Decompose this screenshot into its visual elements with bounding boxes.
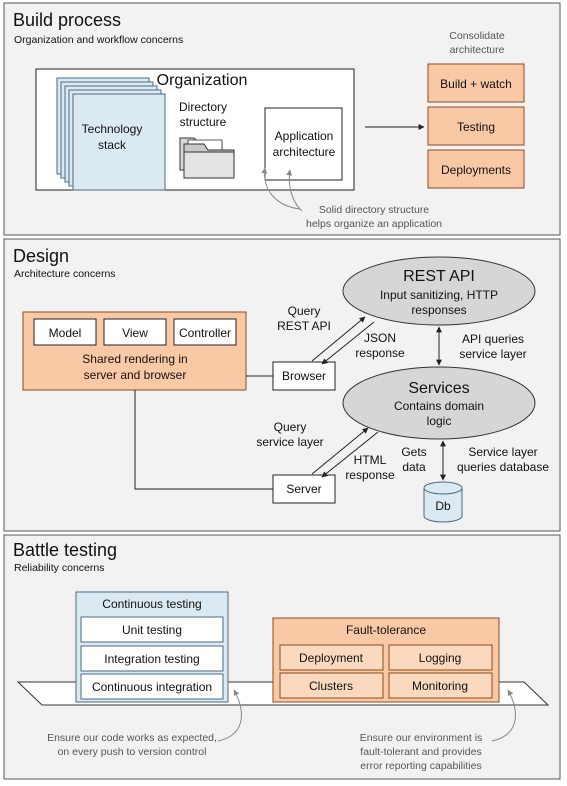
fault-tolerance-label: Fault-tolerance: [346, 623, 426, 637]
design-section: Design Architecture concerns Model View …: [3, 238, 561, 532]
database-icon: [423, 481, 463, 523]
html-response-label-line2: response: [345, 468, 395, 482]
right-note-line1: Ensure our environment is: [360, 732, 483, 744]
technology-stack-label-line2: stack: [98, 138, 127, 152]
build-note-line1: Solid directory structure: [319, 204, 429, 216]
query-service-label-line1: Query: [274, 420, 307, 434]
rest-api-title: REST API: [403, 268, 475, 285]
clusters-label: Clusters: [309, 679, 353, 693]
testing-box: [427, 106, 525, 146]
continuous-integration-box: [80, 673, 224, 700]
folder-icon: [179, 137, 235, 179]
rendering-to-server-line: [134, 390, 273, 490]
gets-data-label-line1: Gets: [401, 445, 426, 459]
query-service-label-line2: service layer: [256, 435, 323, 449]
battle-subtitle: Reliability concerns: [14, 562, 104, 574]
view-box: [103, 318, 167, 346]
continuous-testing-label: Continuous testing: [102, 597, 201, 611]
shared-rendering-label-line1: Shared rendering in: [82, 352, 187, 366]
html-response-label-line1: HTML: [354, 453, 387, 467]
left-note-line2: on every push to version control: [58, 746, 207, 758]
browser-label: Browser: [282, 369, 326, 383]
server-box: [272, 474, 336, 504]
build-watch-label: Build + watch: [440, 77, 512, 91]
logging-label: Logging: [419, 651, 462, 665]
application-architecture-label-line1: Application: [275, 129, 334, 143]
deployments-label: Deployments: [441, 163, 511, 177]
build-title: Build process: [13, 10, 121, 30]
build-process-section: Build process Organization and workflow …: [3, 2, 561, 236]
right-note-line3: error reporting capabilities: [360, 760, 481, 772]
deployments-box: [427, 149, 525, 189]
controller-box: [173, 318, 237, 346]
services-desc-line2: logic: [427, 414, 452, 428]
view-label: View: [122, 326, 148, 340]
note-pointer-directory: [261, 167, 301, 210]
monitoring-label: Monitoring: [412, 679, 468, 693]
query-rest-api-arrow: [311, 316, 366, 362]
battle-testing-section: Battle testing Reliability concerns Cont…: [3, 534, 561, 780]
services-desc-line1: Contains domain: [394, 399, 484, 413]
api-queries-label-line2: service layer: [459, 347, 526, 361]
application-architecture-label-line2: architecture: [273, 145, 336, 159]
shared-rendering-label-line2: server and browser: [84, 368, 187, 382]
monitoring-box: [388, 672, 493, 699]
browser-box: [272, 361, 336, 391]
right-note-pointer: [491, 689, 516, 742]
json-response-label-line1: JSON: [364, 331, 396, 345]
rest-api-desc-line1: Input sanitizing, HTTP: [380, 288, 498, 302]
clusters-box: [279, 672, 384, 699]
integration-testing-label: Integration testing: [104, 652, 199, 666]
left-note-pointer: [217, 689, 242, 742]
directory-structure-label-line2: structure: [180, 115, 227, 129]
build-subtitle: Organization and workflow concerns: [14, 34, 183, 46]
technology-stack-label-line1: Technology: [82, 122, 143, 136]
build-note-line2: helps organize an application: [306, 218, 442, 230]
note-pointer-architecture: [286, 169, 303, 212]
json-response-arrow: [321, 321, 375, 365]
battle-title: Battle testing: [13, 540, 117, 560]
query-rest-api-label-line2: REST API: [277, 319, 331, 333]
gets-data-label-line2: data: [402, 460, 426, 474]
html-response-arrow: [321, 431, 379, 478]
model-box: [33, 318, 97, 346]
build-watch-box: [427, 63, 525, 103]
logging-box: [388, 644, 493, 671]
services-title: Services: [408, 380, 469, 397]
query-rest-api-label-line1: Query: [288, 304, 321, 318]
rest-api-ellipse: [342, 256, 536, 326]
unit-testing-label: Unit testing: [122, 623, 182, 637]
integration-testing-box: [80, 645, 224, 672]
consolidate-label-line1: Consolidate: [449, 30, 505, 42]
rest-api-desc-line2: responses: [411, 303, 466, 317]
controller-label: Controller: [179, 326, 231, 340]
technology-stack-cards: [56, 77, 166, 191]
left-note-line1: Ensure our code works as expected,: [47, 732, 217, 744]
server-label: Server: [286, 482, 321, 496]
services-ellipse: [342, 366, 536, 440]
service-db-label-line1: Service layer: [468, 445, 537, 459]
deployment-label: Deployment: [299, 651, 364, 665]
api-queries-label-line1: API queries: [462, 332, 524, 346]
json-response-label-line2: response: [355, 346, 405, 360]
right-note-line2: fault-tolerant and provides: [360, 746, 481, 758]
design-title: Design: [13, 246, 69, 266]
technology-stack-card: [72, 93, 166, 191]
consolidate-label-line2: architecture: [450, 44, 505, 56]
design-subtitle: Architecture concerns: [14, 268, 116, 280]
directory-structure-label-line1: Directory: [179, 100, 227, 114]
db-label: Db: [435, 499, 451, 513]
service-db-label-line2: queries database: [457, 460, 549, 474]
query-service-arrow: [311, 427, 369, 475]
deployment-box: [279, 644, 384, 671]
application-architecture-box: [264, 107, 343, 181]
unit-testing-box: [80, 616, 224, 643]
organization-label: Organization: [157, 72, 248, 89]
continuous-integration-label: Continuous integration: [92, 680, 212, 694]
testing-label: Testing: [457, 120, 495, 134]
model-label: Model: [49, 326, 82, 340]
